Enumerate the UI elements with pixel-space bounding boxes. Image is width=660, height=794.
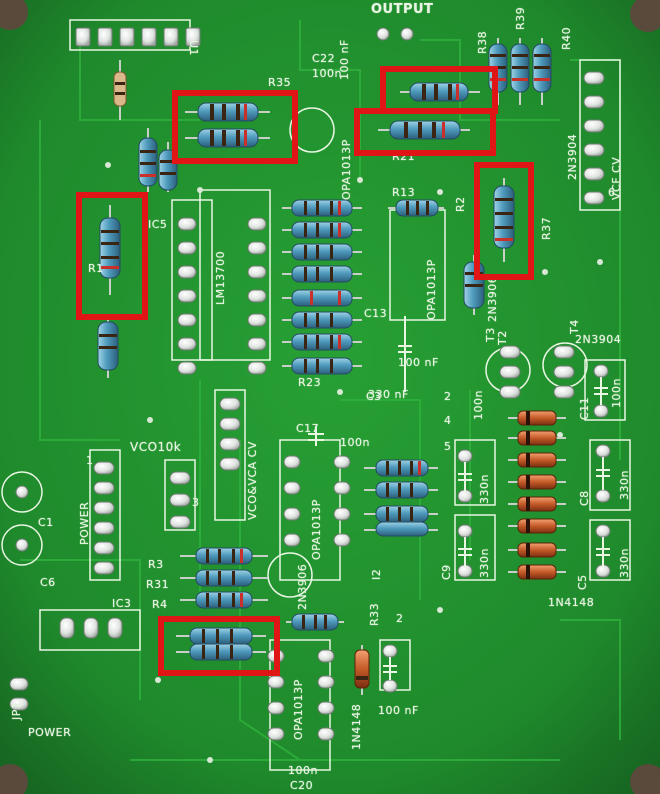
cap-100n-c17-label: 100n (340, 436, 370, 449)
c13-label: C13 (364, 307, 388, 320)
r37-label: R37 (540, 216, 553, 240)
cap-100n-top-label: 100n (312, 67, 342, 80)
pin-3-label: 3 (192, 496, 200, 509)
pin-6-label: 6 (608, 186, 616, 199)
cap-100nf-bottom-label: 100 nF (378, 704, 419, 717)
ic5-label: IC5 (148, 218, 168, 231)
lm13700-label: LM13700 (214, 250, 227, 305)
cap-330n-b-label: 330n (478, 548, 491, 578)
c22-label: C22 (312, 52, 336, 65)
pin-5-label: 5 (444, 440, 452, 453)
r23-label: R23 (298, 376, 322, 389)
c11-label: C11 (578, 396, 591, 420)
r3-label: R3 (148, 558, 164, 571)
pin-2b-label: 2 (396, 612, 404, 625)
cap-100nf-mid-label: 100 nF (398, 356, 439, 369)
u1-label: U1 (187, 40, 200, 57)
power-bottom-label: POWER (28, 726, 72, 739)
highlight-box (172, 90, 298, 164)
r31-label: R31 (146, 578, 170, 591)
pin-1-label: 1 (86, 454, 94, 467)
2n3904-top-label: 2N3904 (566, 133, 579, 180)
cap-100nf-top-label: 100 nF (338, 39, 351, 80)
cap-330n-c-label: 330n (618, 470, 631, 500)
2n3906-left-label: 2N3906 (296, 563, 309, 610)
power-header-label: POWER (78, 501, 91, 545)
cap-100n-bottom-label: 100n (288, 764, 318, 777)
opa-mid-label: OPA1013P (425, 259, 438, 320)
cap-330n-a-label: 330n (478, 474, 491, 504)
cap-100n-center-label: 100n (472, 390, 485, 420)
r40-label: R40 (560, 26, 573, 50)
2n3904-right-label: 2N3904 (575, 333, 622, 346)
c20-label: C20 (290, 779, 314, 792)
2n3906-mid-label: 2N3906 (486, 275, 499, 322)
r39-label: R39 (514, 6, 527, 30)
vco10k-label: VCO10k (130, 440, 182, 454)
highlight-box (380, 66, 498, 114)
t3-label: T3 (484, 327, 497, 342)
highlight-box (158, 616, 280, 676)
vco-vca-cv-label: VCO&VCA CV (246, 441, 259, 520)
ic3-label: IC3 (112, 597, 132, 610)
r33-label: R33 (368, 602, 381, 626)
t4-label: T4 (568, 319, 581, 334)
t2-label: T2 (496, 330, 509, 345)
c3-label: C3 (366, 390, 382, 403)
c1-label: C1 (38, 516, 54, 529)
output-label: OUTPUT (371, 2, 434, 17)
1n4148-small-label: 1N4148 (350, 703, 363, 750)
r1-label: R1 (88, 262, 104, 275)
c6-label: C6 (40, 576, 56, 589)
r38-label: R38 (476, 30, 489, 54)
highlight-box (354, 108, 496, 156)
cap-100n-right-label: 100n (610, 378, 623, 408)
cap-330nf-label: 330 nF (368, 388, 409, 401)
pin-4-label: 4 (444, 414, 452, 427)
c9-label: C9 (440, 564, 453, 580)
opa-top-label: OPA1013P (340, 139, 353, 200)
i2-label: I2 (370, 568, 383, 580)
r35-label: R35 (268, 76, 292, 89)
r13-label: R13 (392, 186, 416, 199)
highlight-box (76, 192, 148, 320)
highlight-box (474, 162, 534, 280)
r4-label: R4 (152, 598, 168, 611)
c5-label: C5 (576, 574, 589, 590)
cap-330n-d-label: 330n (618, 548, 631, 578)
opa-bottom-label: OPA1013P (292, 679, 305, 740)
opa-center-label: OPA1013P (310, 499, 323, 560)
r2-label: R2 (454, 196, 467, 212)
1n4148-label: 1N4148 (548, 596, 595, 609)
jp1-label: JP1 (10, 701, 23, 720)
pin-2-label: 2 (444, 390, 452, 403)
c17-label: C17 (296, 422, 320, 435)
c8-label: C8 (578, 490, 591, 506)
